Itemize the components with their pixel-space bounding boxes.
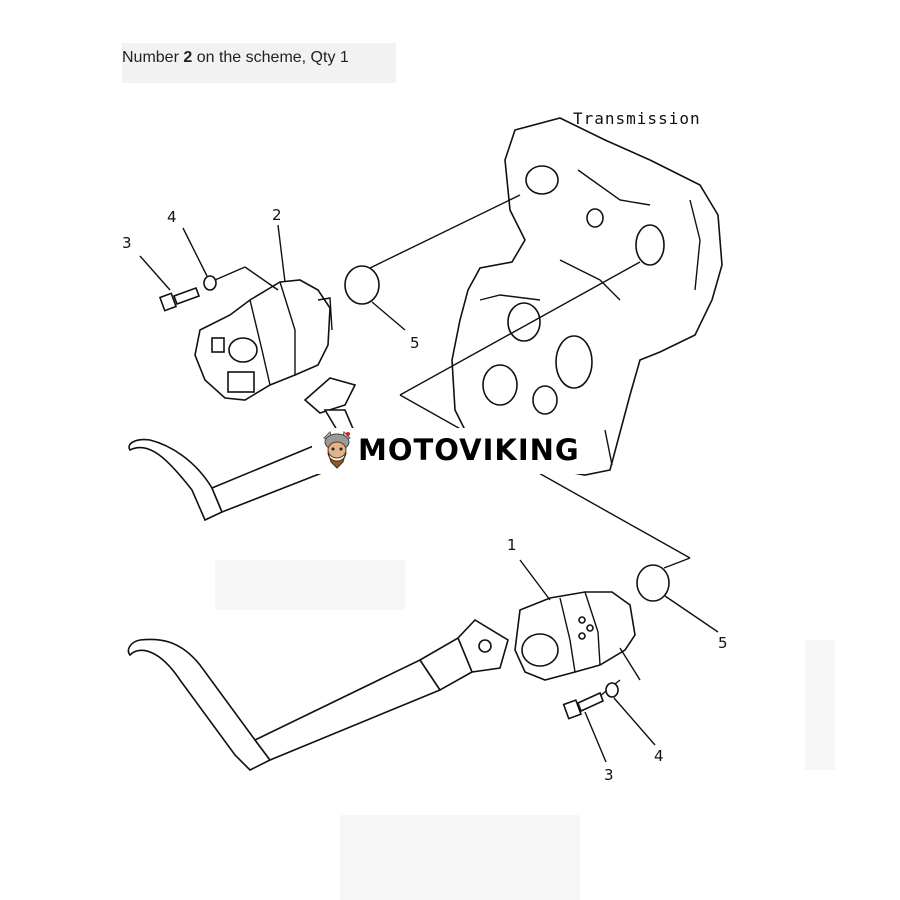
leader-line <box>399 394 691 559</box>
caption-suffix: on the scheme, Qty 1 <box>192 49 349 66</box>
leader-line <box>214 266 246 281</box>
callout-top-bolt: 3 <box>122 234 132 252</box>
callout-top-oring: 5 <box>410 334 420 352</box>
ghost-block <box>215 560 405 610</box>
leader-line <box>619 647 641 681</box>
callout-bottom-washer: 4 <box>654 747 664 765</box>
watermark-brand-text: MOTOVIKING <box>358 433 580 467</box>
washer <box>203 275 217 291</box>
callout-bottom-oring: 5 <box>718 634 728 652</box>
ghost-block <box>340 815 580 900</box>
transmission-housing <box>451 117 723 476</box>
leader-line <box>369 194 521 269</box>
viking-mascot-icon <box>323 431 351 469</box>
leader-line <box>277 224 286 283</box>
bottom-hydraulic-pump <box>514 591 636 681</box>
callout-top-pump: 2 <box>272 206 282 224</box>
caption-number: 2 <box>183 49 193 66</box>
leader-line <box>244 266 279 291</box>
part-caption: Number 2 on the scheme, Qty 1 <box>122 49 349 67</box>
callout-top-washer: 4 <box>167 208 177 226</box>
callout-bottom-pump: 1 <box>507 536 517 554</box>
caption-box: Number 2 on the scheme, Qty 1 <box>122 43 396 83</box>
leader-line <box>371 301 406 331</box>
leader-line <box>519 559 551 601</box>
o-ring <box>344 265 380 305</box>
leader-line <box>182 227 208 277</box>
transmission-label: Transmission <box>573 109 701 128</box>
leader-line <box>139 255 171 291</box>
leader-line <box>399 261 641 396</box>
leader-line <box>663 557 691 569</box>
o-ring <box>636 564 670 602</box>
ghost-block <box>805 640 835 770</box>
callout-bottom-bolt: 3 <box>604 766 614 784</box>
leader-line <box>664 595 719 633</box>
watermark-band <box>312 428 584 474</box>
leader-line <box>584 711 607 763</box>
bolt <box>158 286 201 312</box>
top-hydraulic-pump <box>194 279 333 401</box>
bottom-hose <box>127 618 509 771</box>
bolt <box>562 691 605 720</box>
leader-line <box>613 697 656 746</box>
washer <box>605 682 619 698</box>
caption-prefix: Number <box>122 49 184 66</box>
